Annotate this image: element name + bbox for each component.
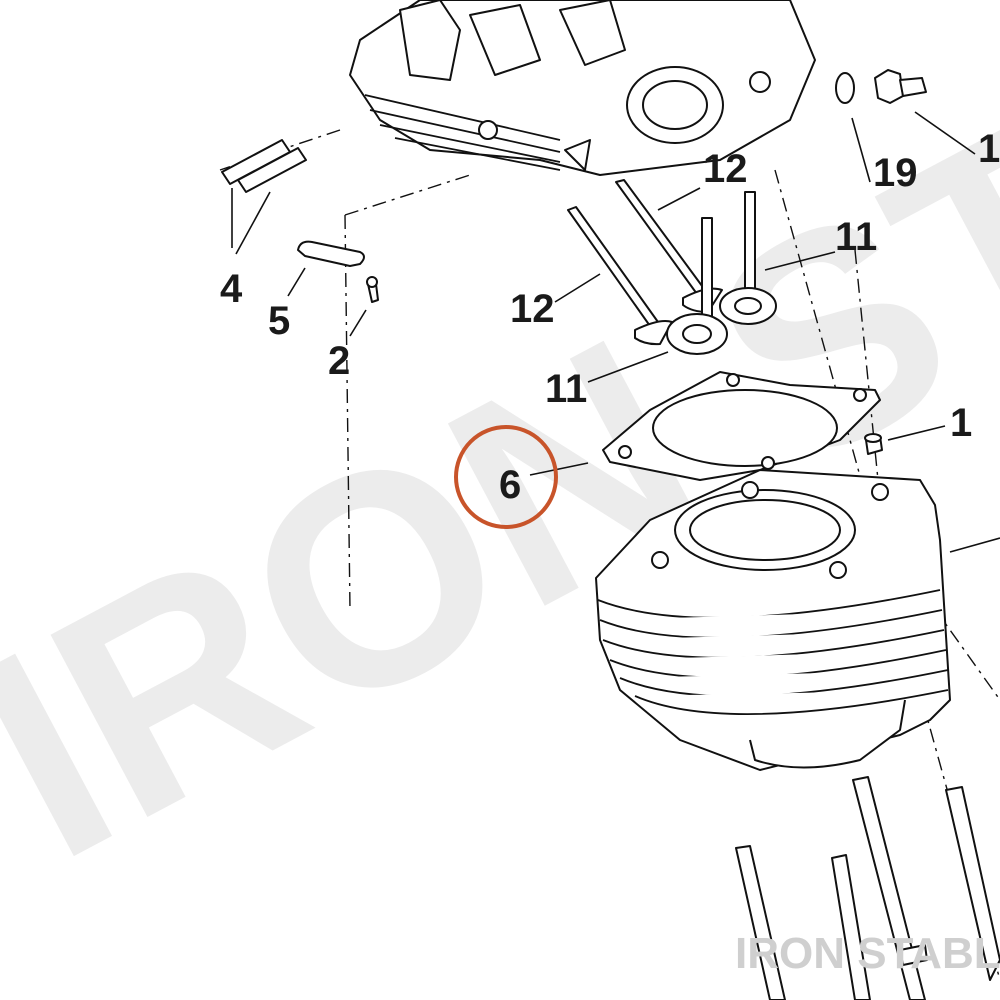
callout-19: 19 xyxy=(873,151,918,195)
screw xyxy=(349,276,379,337)
callout-11-lower: 11 xyxy=(545,367,587,411)
cylinder-studs xyxy=(735,776,1000,1000)
callout-labels: 1 2 4 5 6 11 11 12 12 18 19 xyxy=(220,127,1000,507)
callout-leaders xyxy=(529,111,1000,553)
callout-18: 18 xyxy=(978,127,1000,171)
callout-6: 6 xyxy=(499,463,521,507)
callout-12-lower: 12 xyxy=(510,287,555,331)
brand-text: IRON STABLE xyxy=(735,929,1000,978)
callout-5: 5 xyxy=(268,299,290,343)
callout-4: 4 xyxy=(220,267,243,311)
callout-1: 1 xyxy=(950,401,972,445)
dowel-pins xyxy=(221,139,307,255)
head-gasket xyxy=(602,371,881,481)
banjo-bolt xyxy=(835,69,927,104)
callout-2: 2 xyxy=(328,339,350,383)
cylinder xyxy=(595,469,951,771)
bracket xyxy=(287,240,365,297)
highlight-circle xyxy=(454,425,558,529)
cylinder-head xyxy=(349,0,816,176)
callout-12-upper: 12 xyxy=(703,147,748,191)
valves xyxy=(567,179,777,355)
dowel xyxy=(864,433,883,455)
callout-11-upper: 11 xyxy=(835,215,877,259)
